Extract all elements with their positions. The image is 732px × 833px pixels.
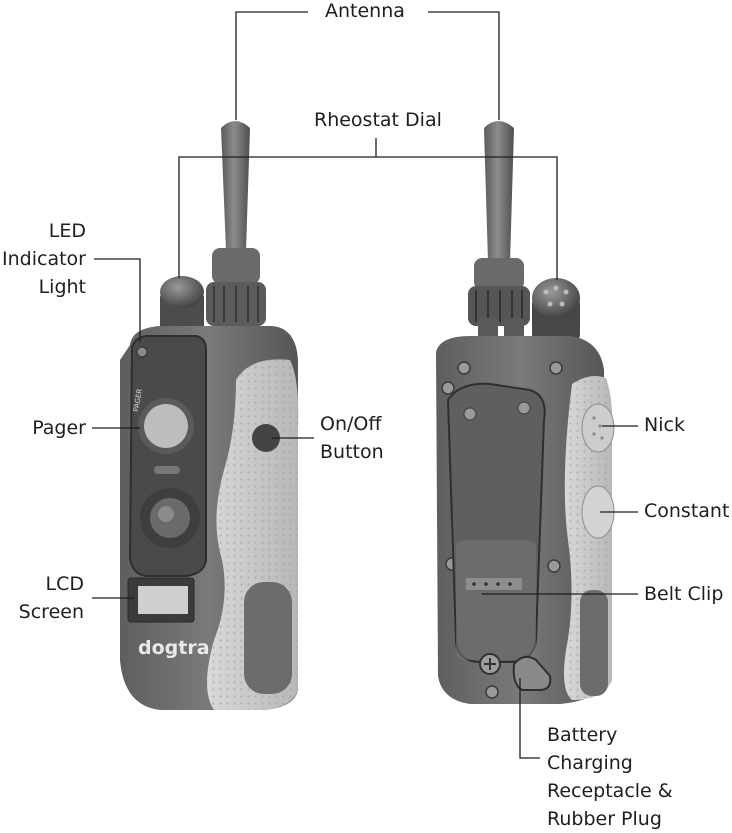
lcd-label-line-1: LCD [45,573,84,595]
back-rheostat-dial [532,278,580,344]
antenna-leader-right [428,11,500,120]
on-off-button[interactable] [252,424,280,452]
antenna-leader [235,11,308,120]
leader-lines [92,11,638,759]
led-label-line-3: Light [38,276,86,298]
onoff-label-line-2: Button [320,441,384,463]
pager-label: Pager [32,417,86,439]
pager-button[interactable] [144,404,188,448]
front-slot [154,466,180,474]
front-rheostat-dial [160,276,204,334]
led-indicator-light [136,346,148,358]
antenna-label: Antenna [325,0,405,22]
battery-label-line-4: Rubber Plug [547,808,662,830]
onoff-label-line-1: On/Off [320,413,382,435]
rheostat-dial-label: Rheostat Dial [314,109,442,131]
front-grip-recess [244,582,292,694]
led-label-line-2: Indicator [2,248,86,270]
battery-label-line-3: Receptacle & [547,780,673,802]
lcd-label-line-2: Screen [18,601,84,623]
rheostat-leader [178,156,558,280]
back-antenna [468,121,530,326]
battery-label-line-1: Battery [547,724,618,746]
battery-leader [519,678,540,759]
lcd-screen-label: LCD Screen [0,570,84,626]
lcd-screen-glass [138,586,188,614]
belt-clip-label: Belt Clip [644,583,724,605]
led-label-line-1: LED [48,220,86,242]
dogtra-logo: dogtra [138,637,210,659]
front-transmitter: PAGER dogtra [120,121,299,710]
nick-button[interactable] [581,403,615,453]
back-screws [441,361,563,699]
back-transmitter [436,121,615,704]
led-indicator-light-label: LED Indicator Light [0,217,86,301]
nick-label: Nick [644,414,685,436]
on-off-button-label: On/Off Button [320,410,384,466]
pager-button-text: PAGER [132,388,144,412]
rubber-plug [512,655,552,691]
battery-label-line-2: Charging [547,752,633,774]
constant-label: Constant [644,500,730,522]
led-leader [94,258,141,342]
battery-charging-label: Battery Charging Receptacle & Rubber Plu… [547,721,673,833]
back-grip-recess [580,590,608,696]
front-antenna [206,121,266,326]
